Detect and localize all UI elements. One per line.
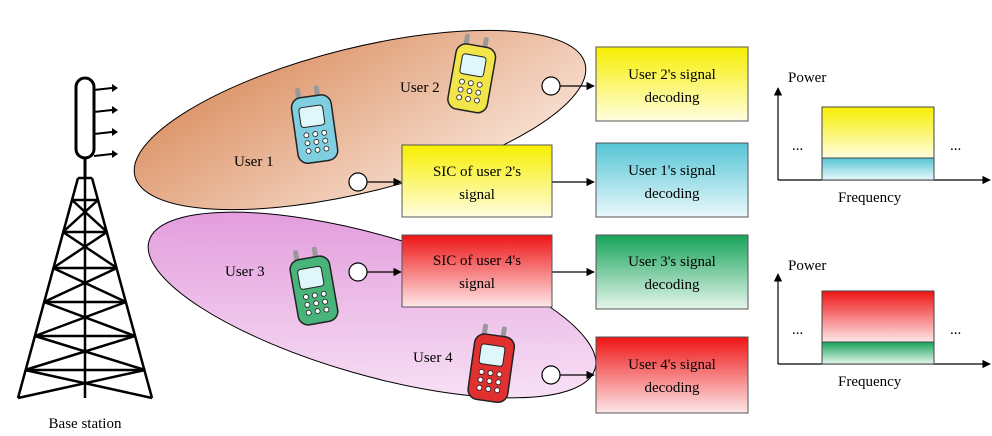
user3-decoding-box: User 3's signal decoding	[595, 234, 749, 310]
top-power-label: Power	[788, 70, 826, 86]
user2-decoding-box: User 2's signal decoding	[595, 46, 749, 122]
user3-decoding-line1: User 3's signal	[628, 254, 716, 270]
top-right-dots: ...	[950, 138, 961, 154]
user4-input-node	[541, 365, 561, 385]
top-spectrum-plot: Power Frequency ... ...	[773, 70, 991, 206]
bottom-power-label: Power	[788, 258, 826, 274]
user3-label: User 3	[225, 264, 265, 280]
top-spectrum-lower-power-block	[821, 157, 935, 181]
top-frequency-label: Frequency	[838, 190, 902, 206]
user3-input-node	[348, 262, 368, 282]
bottom-spectrum-plot: Power Frequency ... ...	[773, 258, 991, 390]
user4-decoding-line1: User 4's signal	[628, 357, 716, 373]
bottom-spectrum-lower-power-block	[821, 341, 935, 365]
top-spectrum-upper-power-block	[821, 106, 935, 159]
sic-user4-line2: signal	[459, 276, 495, 292]
user4-label: User 4	[413, 350, 453, 366]
user1-input-node	[348, 172, 368, 192]
sic-user2-line2: signal	[459, 187, 495, 203]
user3-decoding-line2: decoding	[645, 277, 700, 293]
sic-user2-line1: SIC of user 2's	[433, 164, 521, 180]
base-station-label: Base station	[49, 416, 122, 432]
user1-decoding-box: User 1's signal decoding	[595, 142, 749, 218]
bottom-spectrum-upper-power-block	[821, 290, 935, 343]
user2-decoding-line1: User 2's signal	[628, 67, 716, 83]
top-left-dots: ...	[792, 138, 803, 154]
bottom-right-dots: ...	[950, 322, 961, 338]
sic-user4-line1: SIC of user 4's	[433, 253, 521, 269]
user2-input-node	[541, 76, 561, 96]
user1-decoding-line1: User 1's signal	[628, 163, 716, 179]
user4-decoding-line2: decoding	[645, 380, 700, 396]
sic-user4-box: SIC of user 4's signal	[401, 234, 553, 308]
base-station-tower-icon	[16, 76, 154, 400]
sic-user2-box: SIC of user 2's signal	[401, 144, 553, 218]
user1-decoding-line2: decoding	[645, 186, 700, 202]
user4-decoding-box: User 4's signal decoding	[595, 336, 749, 414]
user2-label: User 2	[400, 80, 440, 96]
user1-label: User 1	[234, 154, 274, 170]
user2-decoding-line2: decoding	[645, 90, 700, 106]
bottom-frequency-label: Frequency	[838, 374, 902, 390]
bottom-left-dots: ...	[792, 322, 803, 338]
